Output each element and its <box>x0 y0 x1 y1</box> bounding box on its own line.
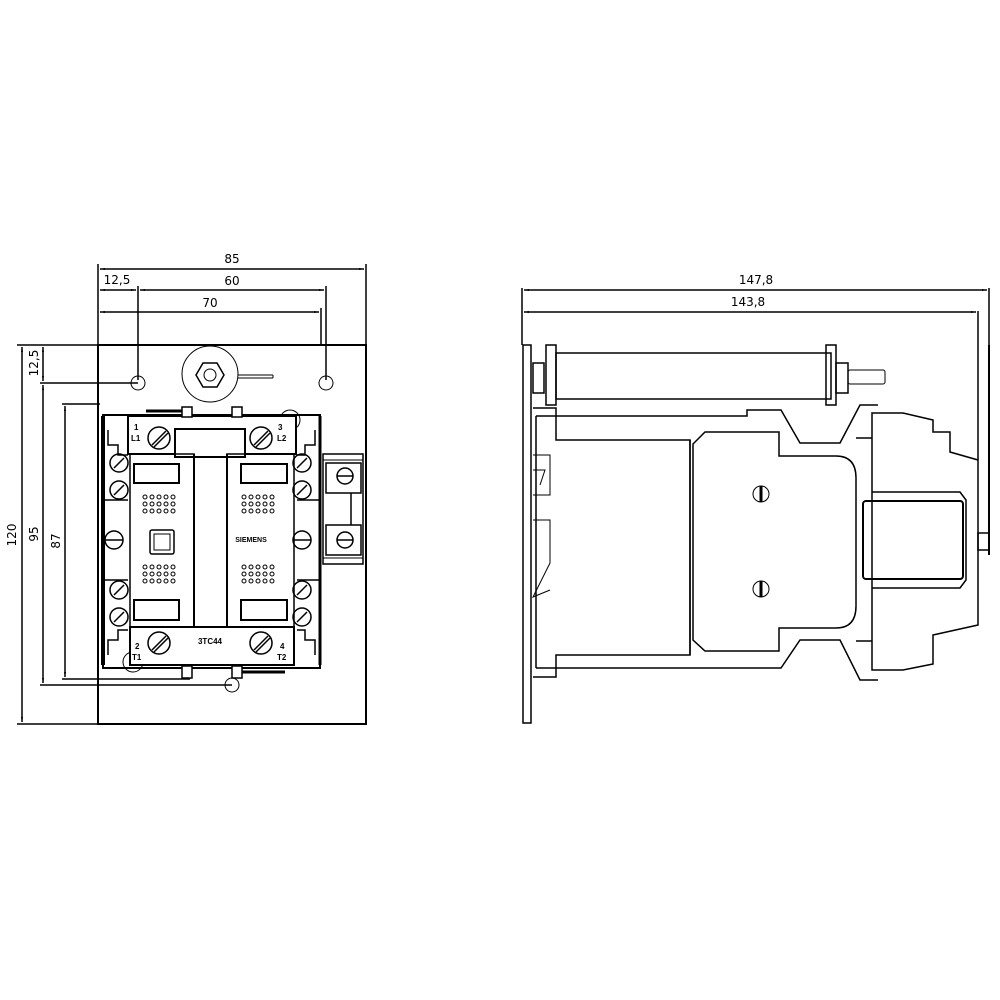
front-view: 85 12,5 60 70 120 12,5 95 87 <box>5 252 367 725</box>
screw-icon <box>336 467 354 485</box>
dim-body-width: 70 <box>202 296 217 310</box>
terminal-3-number: 3 <box>278 423 283 432</box>
coil-screw-icon <box>104 530 124 550</box>
dim-hole-spacing-h: 60 <box>224 274 239 288</box>
terminal-4-name: T2 <box>277 653 287 662</box>
terminal-1-name: L1 <box>131 434 141 443</box>
mounting-hole-top-right <box>318 375 334 391</box>
screw-icon <box>147 631 171 655</box>
screw-icon <box>109 607 129 627</box>
screw-icon <box>292 580 312 600</box>
coil-screw-icon <box>292 530 312 550</box>
dim-body-height: 87 <box>49 533 63 548</box>
mounting-plate <box>97 344 367 725</box>
terminal-4-number: 4 <box>280 642 285 651</box>
vertical-dimensions: 120 12,5 95 87 <box>5 344 232 725</box>
terminal-block-side <box>856 412 979 671</box>
indicator-window <box>149 529 175 555</box>
dim-height-overall: 120 <box>5 524 19 547</box>
horizontal-dimensions: 85 12,5 60 70 <box>97 252 367 380</box>
vent-bottom-left <box>142 564 176 584</box>
housing-side <box>531 404 878 681</box>
dim-hole-spacing-v: 95 <box>27 526 41 541</box>
dim-offset-left: 12,5 <box>104 273 131 287</box>
coil-screw-icon <box>752 580 770 598</box>
coil-screw-icon <box>752 485 770 503</box>
dim-depth-body: 143,8 <box>731 295 765 309</box>
terminal-2-name: T1 <box>132 653 142 662</box>
mounting-plate-edge <box>522 344 532 724</box>
vent-bottom-right <box>241 564 275 584</box>
terminal-2-number: 2 <box>135 642 140 651</box>
screw-icon <box>109 453 129 473</box>
coil-cover <box>689 431 857 655</box>
side-dimensions: 147,8 143,8 <box>521 273 990 555</box>
brand-label: SIEMENS <box>235 537 267 544</box>
screw-icon <box>336 531 354 549</box>
center-cover <box>127 406 297 679</box>
screw-icon <box>109 580 129 600</box>
vent-top-right <box>241 494 275 514</box>
mounting-hole-top-left <box>130 375 146 391</box>
screw-icon <box>249 426 273 450</box>
model-label: 3TC44 <box>198 637 223 646</box>
terminal-3-name: L2 <box>277 434 287 443</box>
dim-depth-overall: 147,8 <box>739 273 773 287</box>
screw-icon <box>292 453 312 473</box>
screw-icon <box>292 480 312 500</box>
screw-icon <box>249 631 273 655</box>
screw-icon <box>292 607 312 627</box>
hex-nut-icon <box>181 345 274 403</box>
terminal-screws <box>104 426 312 655</box>
terminal-1-number: 1 <box>134 423 139 432</box>
screw-icon <box>109 480 129 500</box>
dim-offset-top: 12,5 <box>27 350 41 377</box>
auxiliary-terminal-block <box>322 453 364 565</box>
screw-icon <box>147 426 171 450</box>
ventilation-dots <box>142 494 275 584</box>
side-view: 147,8 143,8 <box>521 273 990 724</box>
vent-top-left <box>142 494 176 514</box>
dim-width-overall: 85 <box>224 252 239 266</box>
adjustment-rod <box>532 344 886 406</box>
